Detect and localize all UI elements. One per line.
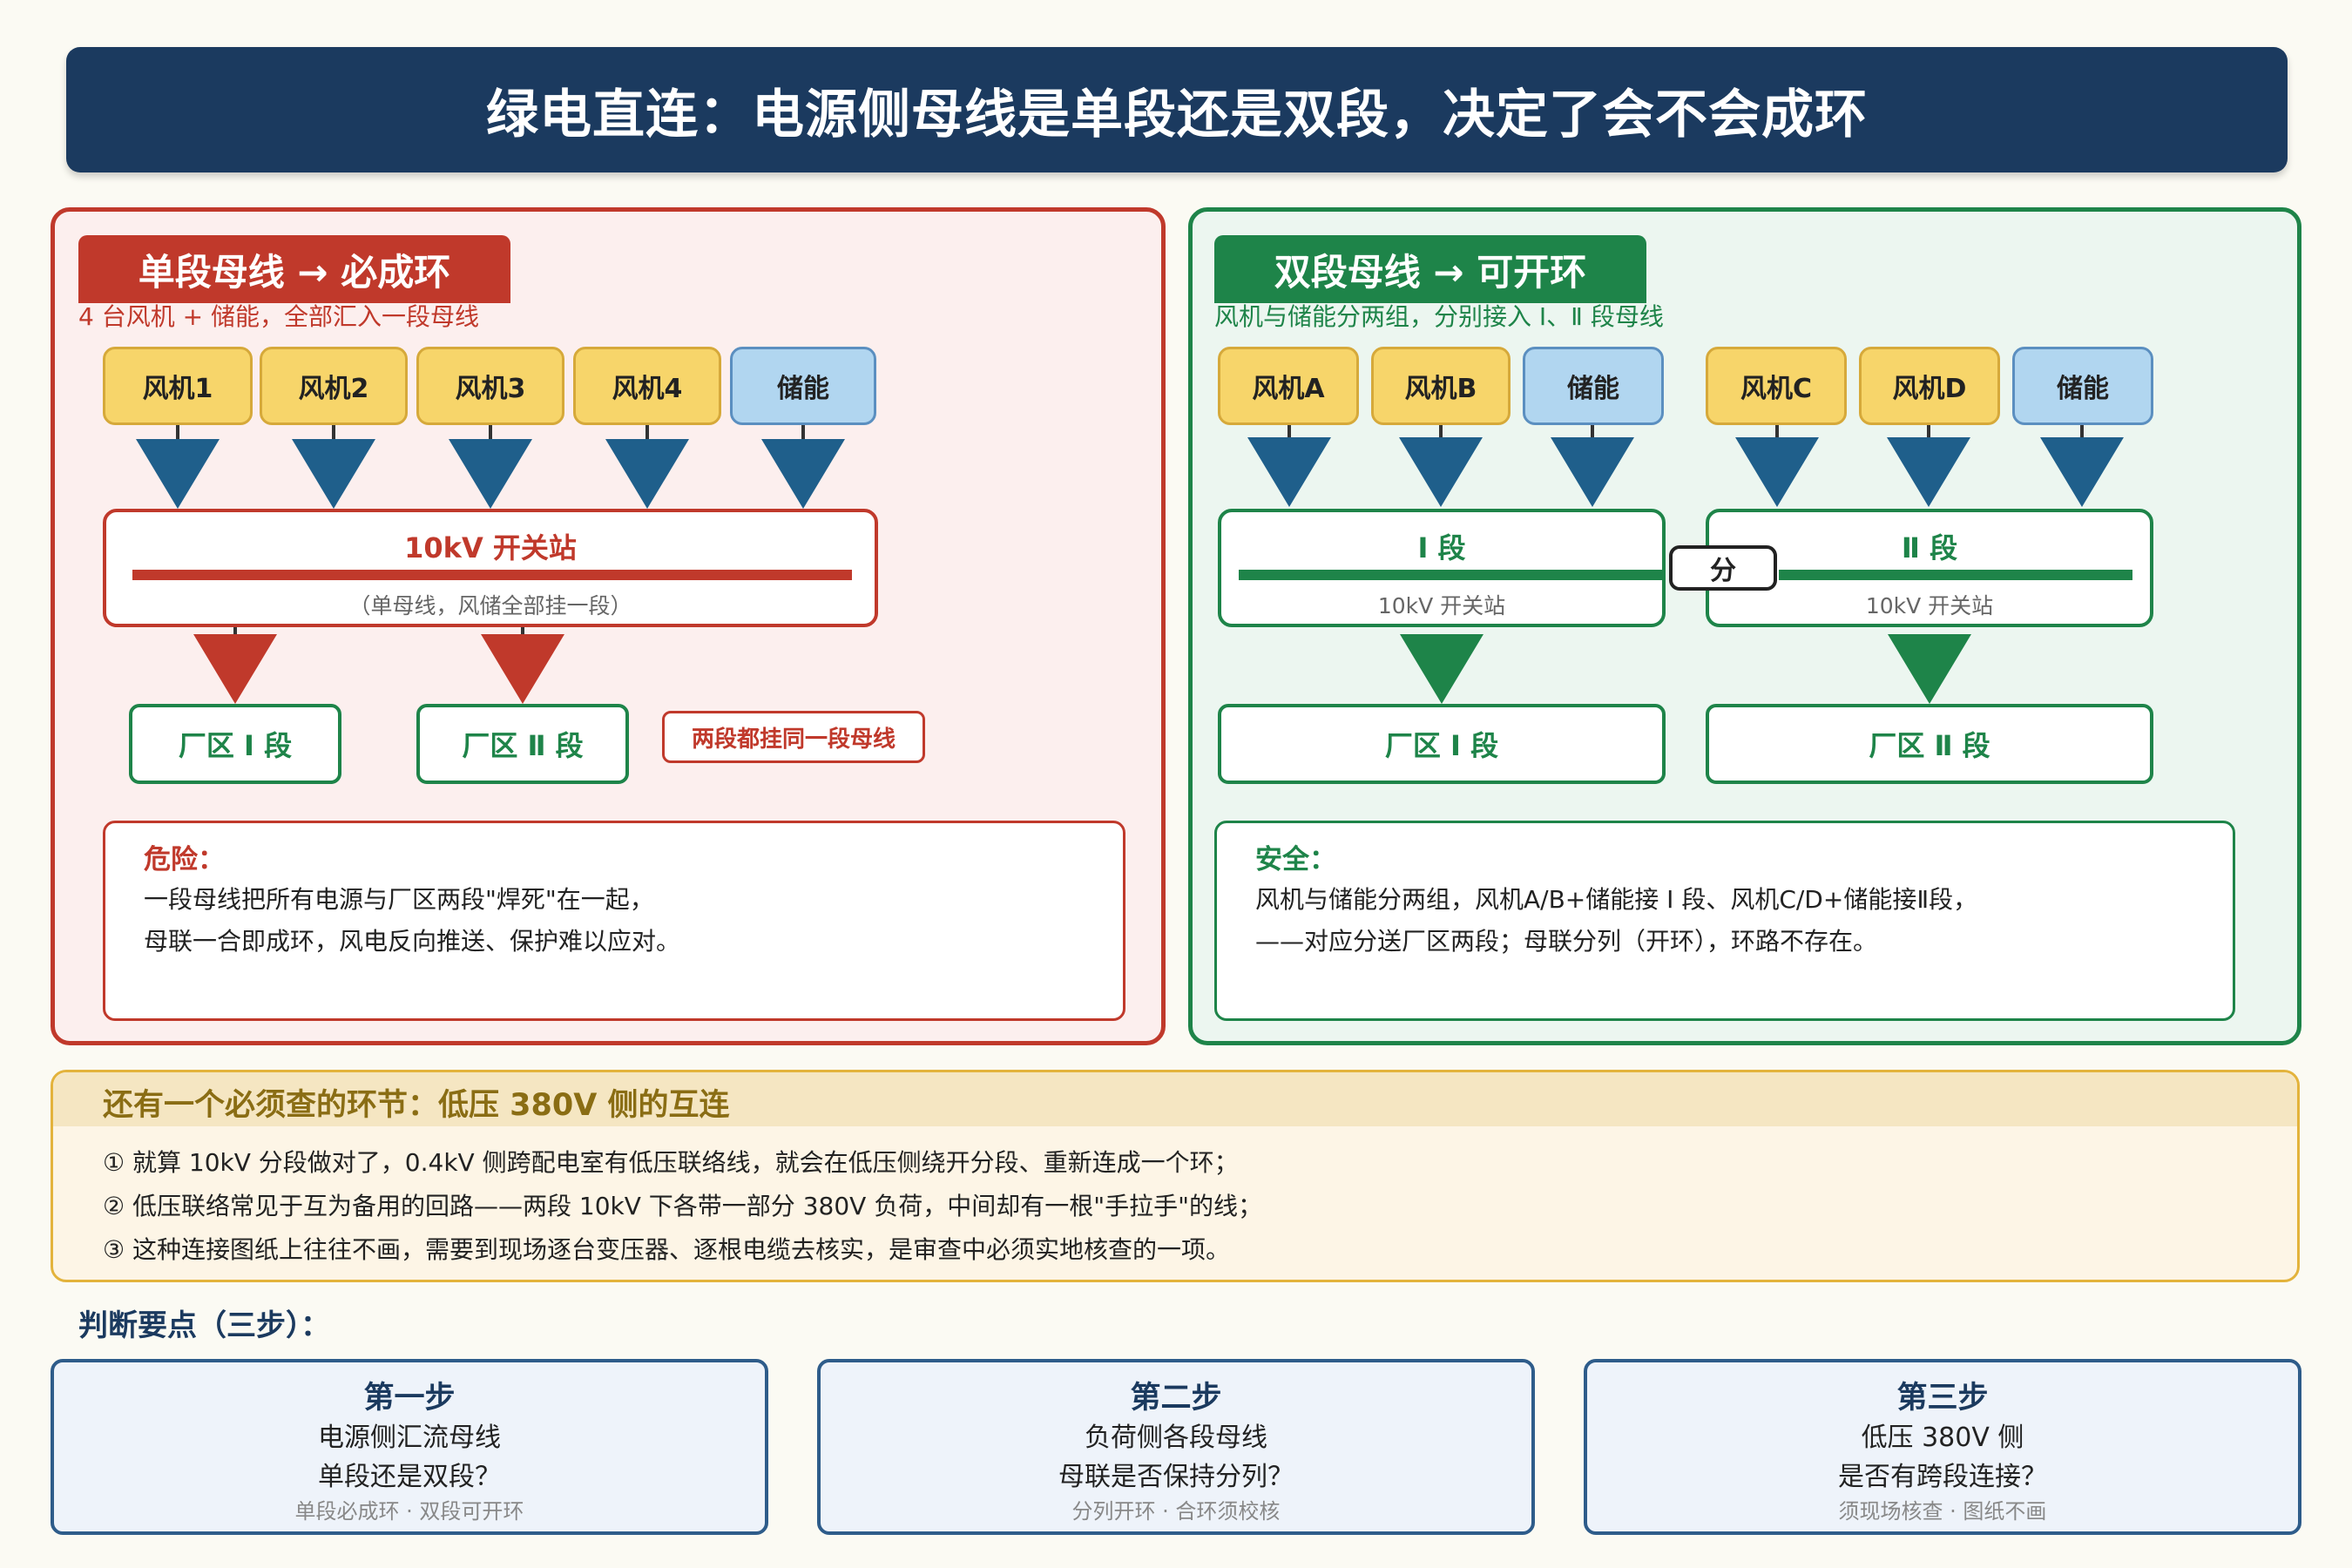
safe-note-head: 安全：	[1255, 844, 1336, 875]
bus-subtitle: （单母线，风储全部挂一段）	[348, 593, 632, 618]
source-wind-2: 风机2	[260, 347, 408, 425]
single-bus-switchstation: 10kV 开关站 （单母线，风储全部挂一段）	[103, 509, 878, 627]
steps-title: 判断要点（三步）：	[78, 1308, 330, 1343]
low-voltage-title: 还有一个必须查的环节：低压 380V 侧的互连	[103, 1088, 730, 1123]
busbar-line-1	[1239, 570, 1662, 580]
danger-note-line-2: 母联一合即成环，风电反向推送、保护难以应对。	[144, 927, 681, 956]
source-wind-3: 风机3	[416, 347, 564, 425]
source-wind-1: 风机1	[103, 347, 253, 425]
page-title: 绿电直连：电源侧母线是单段还是双段，决定了会不会成环	[486, 84, 1868, 145]
step-1-line-1: 电源侧汇流母线	[318, 1423, 501, 1453]
source-wind-c: 风机C	[1706, 347, 1847, 425]
step-2-title: 第二步	[1130, 1381, 1222, 1416]
plant-section-2: 厂区 Ⅱ 段	[416, 704, 629, 784]
plant-section-2-right: 厂区 Ⅱ 段	[1706, 704, 2153, 784]
step-2-note: 分列开环 · 合环须校核	[1071, 1499, 1281, 1524]
title-banner: 绿电直连：电源侧母线是单段还是双段，决定了会不会成环	[66, 47, 2288, 172]
step-card-3: 第三步 低压 380V 侧 是否有跨段连接？ 须现场核查 · 图纸不画	[1584, 1359, 2301, 1535]
step-3-title: 第三步	[1896, 1381, 1989, 1416]
single-bus-heading: 单段母线 → 必成环	[78, 235, 510, 303]
bus-section-1-sub: 10kV 开关站	[1377, 593, 1506, 618]
step-3-line-1: 低压 380V 侧	[1861, 1423, 2024, 1453]
bus-section-2-sub: 10kV 开关站	[1865, 593, 1994, 618]
warning-badge: 两段都挂同一段母线	[662, 711, 925, 763]
danger-note: 危险： 一段母线把所有电源与厂区两段"焊死"在一起， 母联一合即成环，风电反向推…	[103, 821, 1125, 1021]
step-1-line-2: 单段还是双段？	[318, 1462, 501, 1492]
double-bus-heading: 双段母线 → 可开环	[1214, 235, 1646, 303]
low-voltage-line-3: ③ 这种连接图纸上往往不画，需要到现场逐台变压器、逐根电缆去核实，是审查中必须实…	[103, 1235, 1231, 1264]
source-storage-a: 储能	[1523, 347, 1664, 425]
step-2-line-1: 负荷侧各段母线	[1085, 1423, 1267, 1453]
step-2-line-2: 母联是否保持分列？	[1058, 1462, 1294, 1492]
double-bus-subtitle: 风机与储能分两组，分别接入 Ⅰ、Ⅱ 段母线	[1214, 302, 1664, 331]
bus-section-1-title: Ⅰ 段	[1417, 531, 1466, 564]
source-storage-b: 储能	[2012, 347, 2153, 425]
source-wind-a: 风机A	[1218, 347, 1359, 425]
danger-note-line-1: 一段母线把所有电源与厂区两段"焊死"在一起，	[144, 885, 654, 914]
plant-section-1-right: 厂区 Ⅰ 段	[1218, 704, 1666, 784]
step-card-1: 第一步 电源侧汇流母线 单段还是双段？ 单段必成环 · 双段可开环	[51, 1359, 768, 1535]
safe-note: 安全： 风机与储能分两组，风机A/B+储能接 Ⅰ 段、风机C/D+储能接Ⅱ段， …	[1214, 821, 2235, 1021]
bus-section-2: Ⅱ 段 10kV 开关站	[1706, 509, 2153, 627]
low-voltage-header-bar	[53, 1072, 2297, 1126]
safe-note-line-1: 风机与储能分两组，风机A/B+储能接 Ⅰ 段、风机C/D+储能接Ⅱ段，	[1255, 885, 1978, 914]
source-wind-d: 风机D	[1859, 347, 2000, 425]
step-3-note: 须现场核查 · 图纸不画	[1838, 1499, 2047, 1524]
danger-note-head: 危险：	[144, 844, 225, 875]
source-wind-b: 风机B	[1371, 347, 1511, 425]
bus-title: 10kV 开关站	[404, 531, 577, 564]
plant-section-1: 厂区 Ⅰ 段	[129, 704, 341, 784]
busbar-line	[132, 570, 852, 580]
step-3-line-2: 是否有跨段连接？	[1838, 1462, 2047, 1492]
source-wind-4: 风机4	[573, 347, 721, 425]
source-storage: 储能	[730, 347, 876, 425]
step-card-2: 第二步 负荷侧各段母线 母联是否保持分列？ 分列开环 · 合环须校核	[817, 1359, 1535, 1535]
busbar-line-2	[1779, 570, 2132, 580]
single-bus-subtitle: 4 台风机 + 储能，全部汇入一段母线	[78, 302, 479, 331]
low-voltage-line-2: ② 低压联络常见于互为备用的回路——两段 10kV 下各带一部分 380V 负荷…	[103, 1192, 1262, 1220]
step-1-note: 单段必成环 · 双段可开环	[294, 1499, 524, 1524]
safe-note-line-2: ——对应分送厂区两段；母联分列（开环），环路不存在。	[1255, 927, 1878, 956]
low-voltage-line-1: ① 就算 10kV 分段做对了，0.4kV 侧跨配电室有低压联络线，就会在低压侧…	[103, 1148, 1239, 1177]
bus-section-2-title: Ⅱ 段	[1901, 531, 1958, 564]
bus-tie-switch-open: 分	[1669, 545, 1777, 591]
step-1-title: 第一步	[363, 1381, 456, 1416]
bus-section-1: Ⅰ 段 10kV 开关站	[1218, 509, 1666, 627]
